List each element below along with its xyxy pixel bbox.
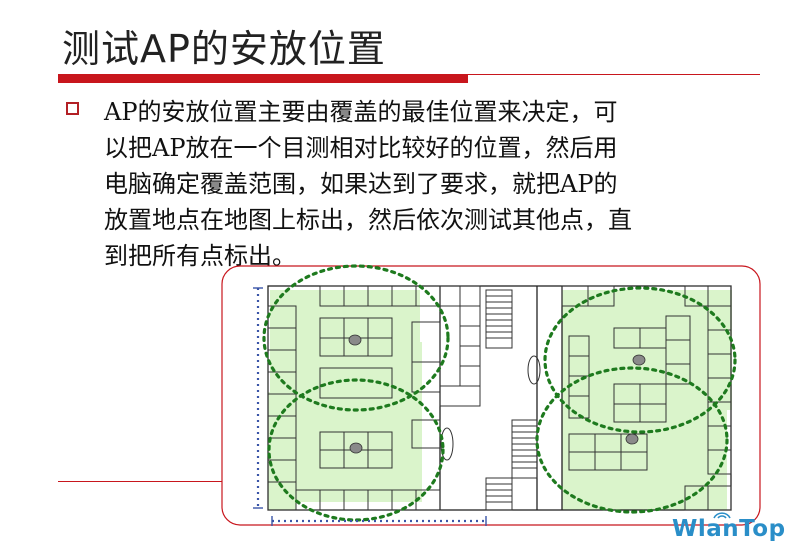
bullet-paragraph: AP的安放位置主要由覆盖的最佳位置来决定，可 以把AP放在一个目测相对比较好的位…: [104, 94, 744, 274]
coverage-zone-1: [262, 264, 450, 412]
coverage-fills: [268, 290, 732, 510]
coverage-zone-4: [535, 366, 729, 514]
bullet-line-3: 电脑确定覆盖范围，如果达到了要求，就把AP的: [104, 170, 618, 198]
title-underline-thin: [468, 74, 760, 75]
title-underline-thick: [58, 74, 468, 83]
bullet-line-1: AP的安放位置主要由覆盖的最佳位置来决定，可: [104, 98, 618, 126]
wifi-icon: [713, 512, 731, 519]
ap-marker-2: [349, 442, 363, 454]
ap-marker-3: [632, 354, 646, 366]
coverage-circles: [262, 264, 737, 522]
left-top-rooms: [267, 285, 441, 511]
bullet-line-2: 以把AP放在一个目测相对比较好的位置，然后用: [104, 134, 618, 162]
brand-logo: WlanTop: [672, 516, 786, 542]
slide-title: 测试AP的安放位置: [62, 27, 386, 71]
bullet-line-5: 到把所有点标出。: [104, 242, 296, 270]
bullet-marker: [66, 102, 79, 115]
ap-marker-1: [348, 334, 362, 346]
coverage-zone-3: [543, 286, 737, 434]
ap-marker-4: [625, 433, 639, 445]
bullet-line-4: 放置地点在地图上标出，然后依次测试其他点，直: [104, 206, 632, 234]
central-structures: [439, 285, 541, 511]
decor-left-line: [58, 481, 228, 482]
dimension-markers: [256, 288, 486, 523]
ap-markers: [348, 334, 646, 454]
right-rooms: [561, 285, 732, 511]
